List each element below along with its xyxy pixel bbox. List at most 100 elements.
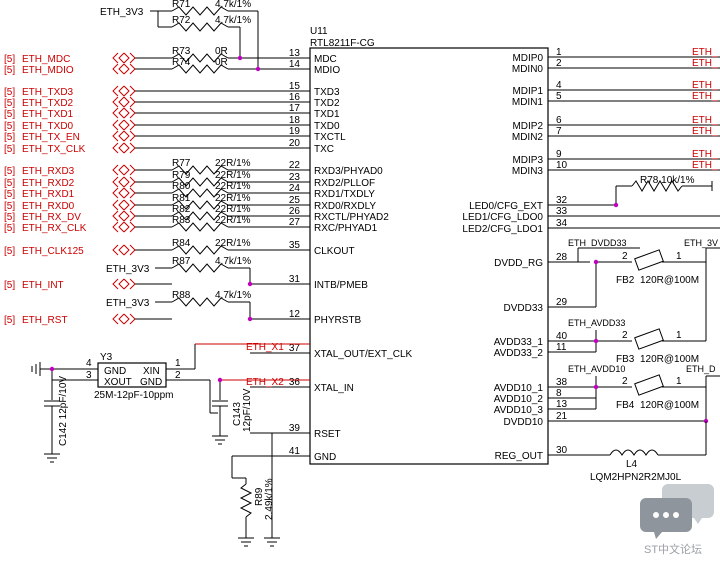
svg-text:15: 15 (289, 81, 301, 92)
svg-text:[5]: [5] (4, 201, 15, 212)
svg-text:19: 19 (289, 126, 301, 137)
svg-text:GND: GND (140, 377, 162, 388)
svg-text:1: 1 (175, 358, 181, 369)
svg-text:ETH_RXD1: ETH_RXD1 (22, 189, 75, 200)
c143-value: 12pF/10V (242, 388, 253, 432)
svg-text:[5]: [5] (4, 212, 15, 223)
svg-text:13: 13 (556, 399, 568, 410)
net-label: [5] ETH_RX_CLK (4, 221, 172, 234)
right-net-label: ETH_ (692, 58, 718, 69)
svg-text:AVDD33_2: AVDD33_2 (494, 348, 544, 359)
right-net-label: ETH_ (692, 160, 718, 171)
svg-text:25M-12pF-10ppm: 25M-12pF-10ppm (94, 390, 173, 401)
resistor: R79 22R/1% (171, 170, 251, 187)
svg-text:23: 23 (289, 172, 301, 183)
svg-text:TXC: TXC (314, 144, 334, 155)
svg-text:CLKOUT: CLKOUT (314, 246, 355, 257)
svg-text:10: 10 (556, 160, 568, 171)
svg-text:1: 1 (676, 376, 682, 387)
right-net-label: ETH_ (692, 126, 718, 137)
net-label: [5]ETH_RXD3 (4, 164, 172, 177)
net-label: [5]ETH_RXD1 (4, 187, 172, 200)
right-net-label: ETH_ (692, 149, 718, 160)
svg-text:ETH_CLK125: ETH_CLK125 (22, 246, 84, 257)
right-net-label: ETH_ (692, 80, 718, 91)
svg-text:[5]: [5] (4, 223, 15, 234)
svg-text:MDC: MDC (314, 54, 337, 65)
svg-text:ETH_RX_CLK: ETH_RX_CLK (22, 223, 87, 234)
port-arrow-icon (112, 244, 136, 256)
svg-text:22R/1%: 22R/1% (215, 181, 251, 192)
net-label: [5]ETH_MDIO (4, 63, 172, 76)
port-arrow-icon (112, 142, 136, 154)
svg-text:ETH_TXD0: ETH_TXD0 (22, 121, 74, 132)
net-label: [5]ETH_RXD0 (4, 199, 172, 212)
svg-text:22R/1%: 22R/1% (215, 170, 251, 181)
net-label: [5]ETH_CLK125 (4, 244, 172, 257)
svg-text:ETH_TXD1: ETH_TXD1 (22, 109, 74, 120)
svg-text:3: 3 (86, 370, 92, 381)
svg-text:R71: R71 (172, 0, 191, 10)
svg-text:[5]: [5] (4, 178, 15, 189)
net-eth-d-cut: ETH_D (686, 364, 716, 374)
svg-text:6: 6 (556, 115, 562, 126)
svg-text:ETH_TX_EN: ETH_TX_EN (22, 132, 80, 143)
resistor: R80 22R/1% (171, 181, 251, 198)
svg-text:5: 5 (556, 91, 562, 102)
svg-text:RXC/PHYAD1: RXC/PHYAD1 (314, 223, 378, 234)
svg-text:35: 35 (289, 240, 301, 251)
svg-text:DVDD33: DVDD33 (504, 303, 544, 314)
svg-text:22R/1%: 22R/1% (215, 215, 251, 226)
svg-text:MDIO: MDIO (314, 65, 340, 76)
r78-label: R78 10k/1% (640, 175, 695, 186)
net-eth-avdd10: ETH_AVDD10 (568, 364, 625, 374)
svg-text:R84: R84 (172, 238, 191, 249)
svg-text:24: 24 (289, 183, 301, 194)
svg-text:ETH_RXD2: ETH_RXD2 (22, 178, 75, 189)
svg-text:13: 13 (289, 48, 301, 59)
net-eth-avdd33: ETH_AVDD33 (568, 318, 625, 328)
svg-text:32: 32 (556, 195, 568, 206)
svg-text:2: 2 (622, 251, 628, 262)
net-label: [5]ETH_INT (4, 278, 172, 291)
net-label: [5]ETH_RX_DV (4, 210, 172, 223)
ferrite-fb3: 2 1 FB3 120R@100M (616, 262, 707, 365)
svg-text:R80: R80 (172, 181, 191, 192)
net-label: [5]ETH_TXD3 (4, 85, 250, 98)
watermark-text: ST中文论坛 (644, 544, 703, 556)
svg-text:GND: GND (104, 366, 126, 377)
svg-text:FB2: FB2 (616, 275, 635, 286)
svg-text:38: 38 (556, 377, 568, 388)
svg-text:[5]: [5] (4, 280, 15, 291)
svg-text:26: 26 (289, 206, 301, 217)
svg-text:RXCTL/PHYAD2: RXCTL/PHYAD2 (314, 212, 389, 223)
svg-text:R79: R79 (172, 170, 191, 181)
svg-text:XTAL_OUT/EXT_CLK: XTAL_OUT/EXT_CLK (314, 349, 413, 360)
port-arrow-icon (112, 187, 136, 199)
r89-value: 2.49k/1% (264, 478, 275, 520)
svg-text:[5]: [5] (4, 166, 15, 177)
svg-text:30: 30 (556, 445, 568, 456)
svg-text:28: 28 (556, 252, 568, 263)
port-arrow-icon (112, 221, 136, 233)
port-arrow-icon (112, 130, 136, 142)
